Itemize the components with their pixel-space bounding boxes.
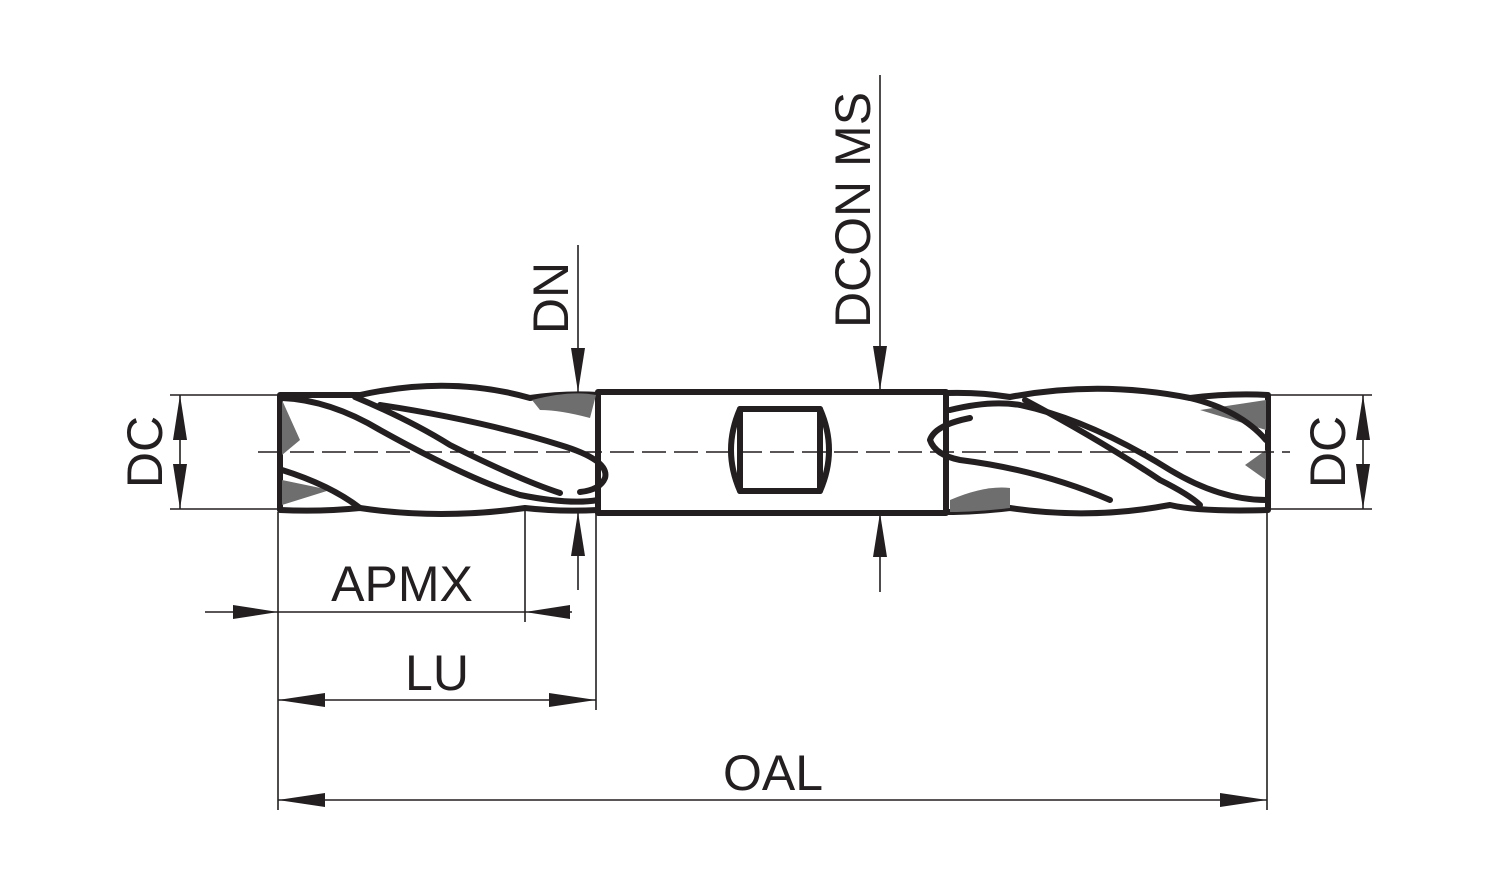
dcon-ms-dimension: DCON MS xyxy=(825,75,887,592)
right-flute-end xyxy=(1200,400,1266,480)
right-cutting-part xyxy=(943,385,1271,517)
dn-dimension: DN xyxy=(523,245,585,590)
left-helix-4 xyxy=(279,467,363,511)
oal-dimension: OAL xyxy=(278,745,1267,807)
dc-right-dimension: DC xyxy=(1268,394,1372,510)
right-flute xyxy=(950,487,1010,512)
right-helix-3 xyxy=(927,415,1113,503)
apmx-label: APMX xyxy=(331,556,473,612)
shank-flat xyxy=(728,406,832,494)
dcon-ms-label: DCON MS xyxy=(825,92,881,328)
dn-label: DN xyxy=(523,262,579,334)
left-helix-1 xyxy=(279,395,601,505)
apmx-dimension: APMX xyxy=(205,556,572,619)
end-mill-body xyxy=(277,382,1271,517)
left-helix-3 xyxy=(377,402,609,495)
oal-label: OAL xyxy=(723,745,823,801)
dc-right-label: DC xyxy=(1300,416,1356,488)
lu-label: LU xyxy=(405,645,469,701)
right-helix-2 xyxy=(1022,397,1203,508)
right-helix-4 xyxy=(1187,395,1269,443)
left-flute-end xyxy=(282,400,330,505)
left-helix-2 xyxy=(352,394,563,496)
lu-dimension: LU xyxy=(278,645,596,707)
dc-left-label: DC xyxy=(117,416,173,488)
dc-left-dimension: DC xyxy=(117,394,280,510)
left-flute xyxy=(532,393,596,418)
right-helix-1 xyxy=(947,400,1269,503)
